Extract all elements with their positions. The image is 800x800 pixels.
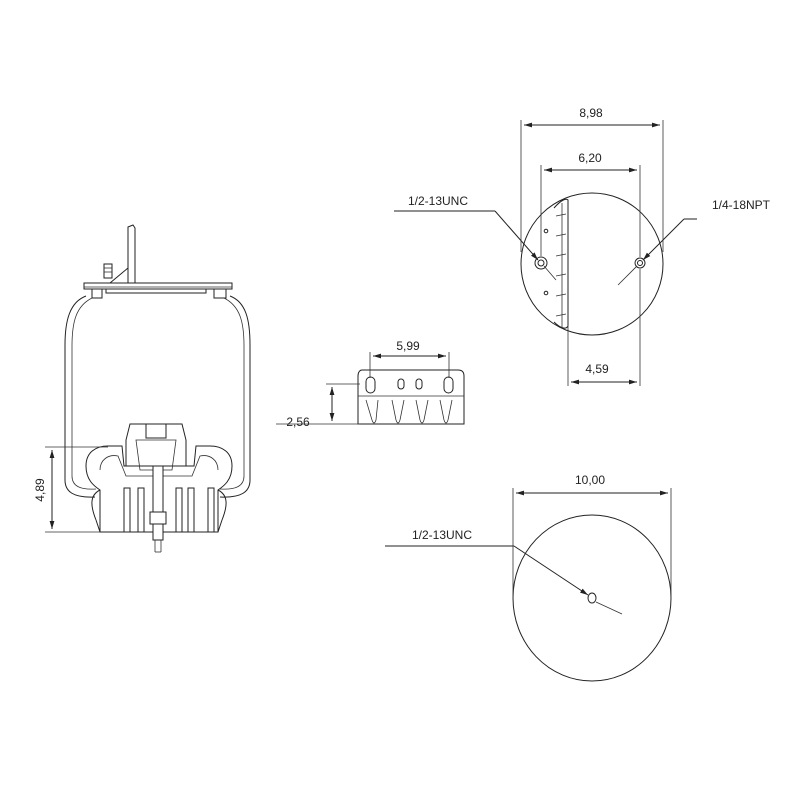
- bottom-view: 1/2-13UNC 10,00: [385, 473, 672, 682]
- side-view: 4,89: [33, 224, 251, 553]
- overall-label: 8,98: [579, 106, 603, 120]
- bracket-height-label: 2,56: [286, 415, 310, 429]
- center-port-label: 1/2-13UNC: [412, 528, 472, 542]
- height-dimension: 4,89: [33, 446, 108, 533]
- bellows-outline: [64, 295, 251, 498]
- height-label: 4,89: [33, 478, 47, 502]
- bellows-inner: [71, 297, 245, 490]
- bracket-detail: 5,99 2,56: [276, 339, 465, 429]
- center-port: [587, 592, 597, 604]
- right-port: [634, 257, 646, 269]
- offset-label: 4,59: [585, 362, 609, 376]
- bracket-width-label: 5,99: [396, 339, 420, 353]
- left-port-label: 1/2-13UNC: [408, 194, 468, 208]
- top-plate: [83, 282, 233, 299]
- diameter-label: 10,00: [575, 473, 605, 487]
- piston: [85, 423, 233, 553]
- bolt-span-label: 6,20: [578, 151, 602, 165]
- top-view: 1/2-13UNC 1/4-18NPT 8,98 6,20 4,59: [394, 106, 771, 386]
- mounting-bracket: [103, 224, 136, 284]
- right-port-label: 1/4-18NPT: [712, 198, 771, 212]
